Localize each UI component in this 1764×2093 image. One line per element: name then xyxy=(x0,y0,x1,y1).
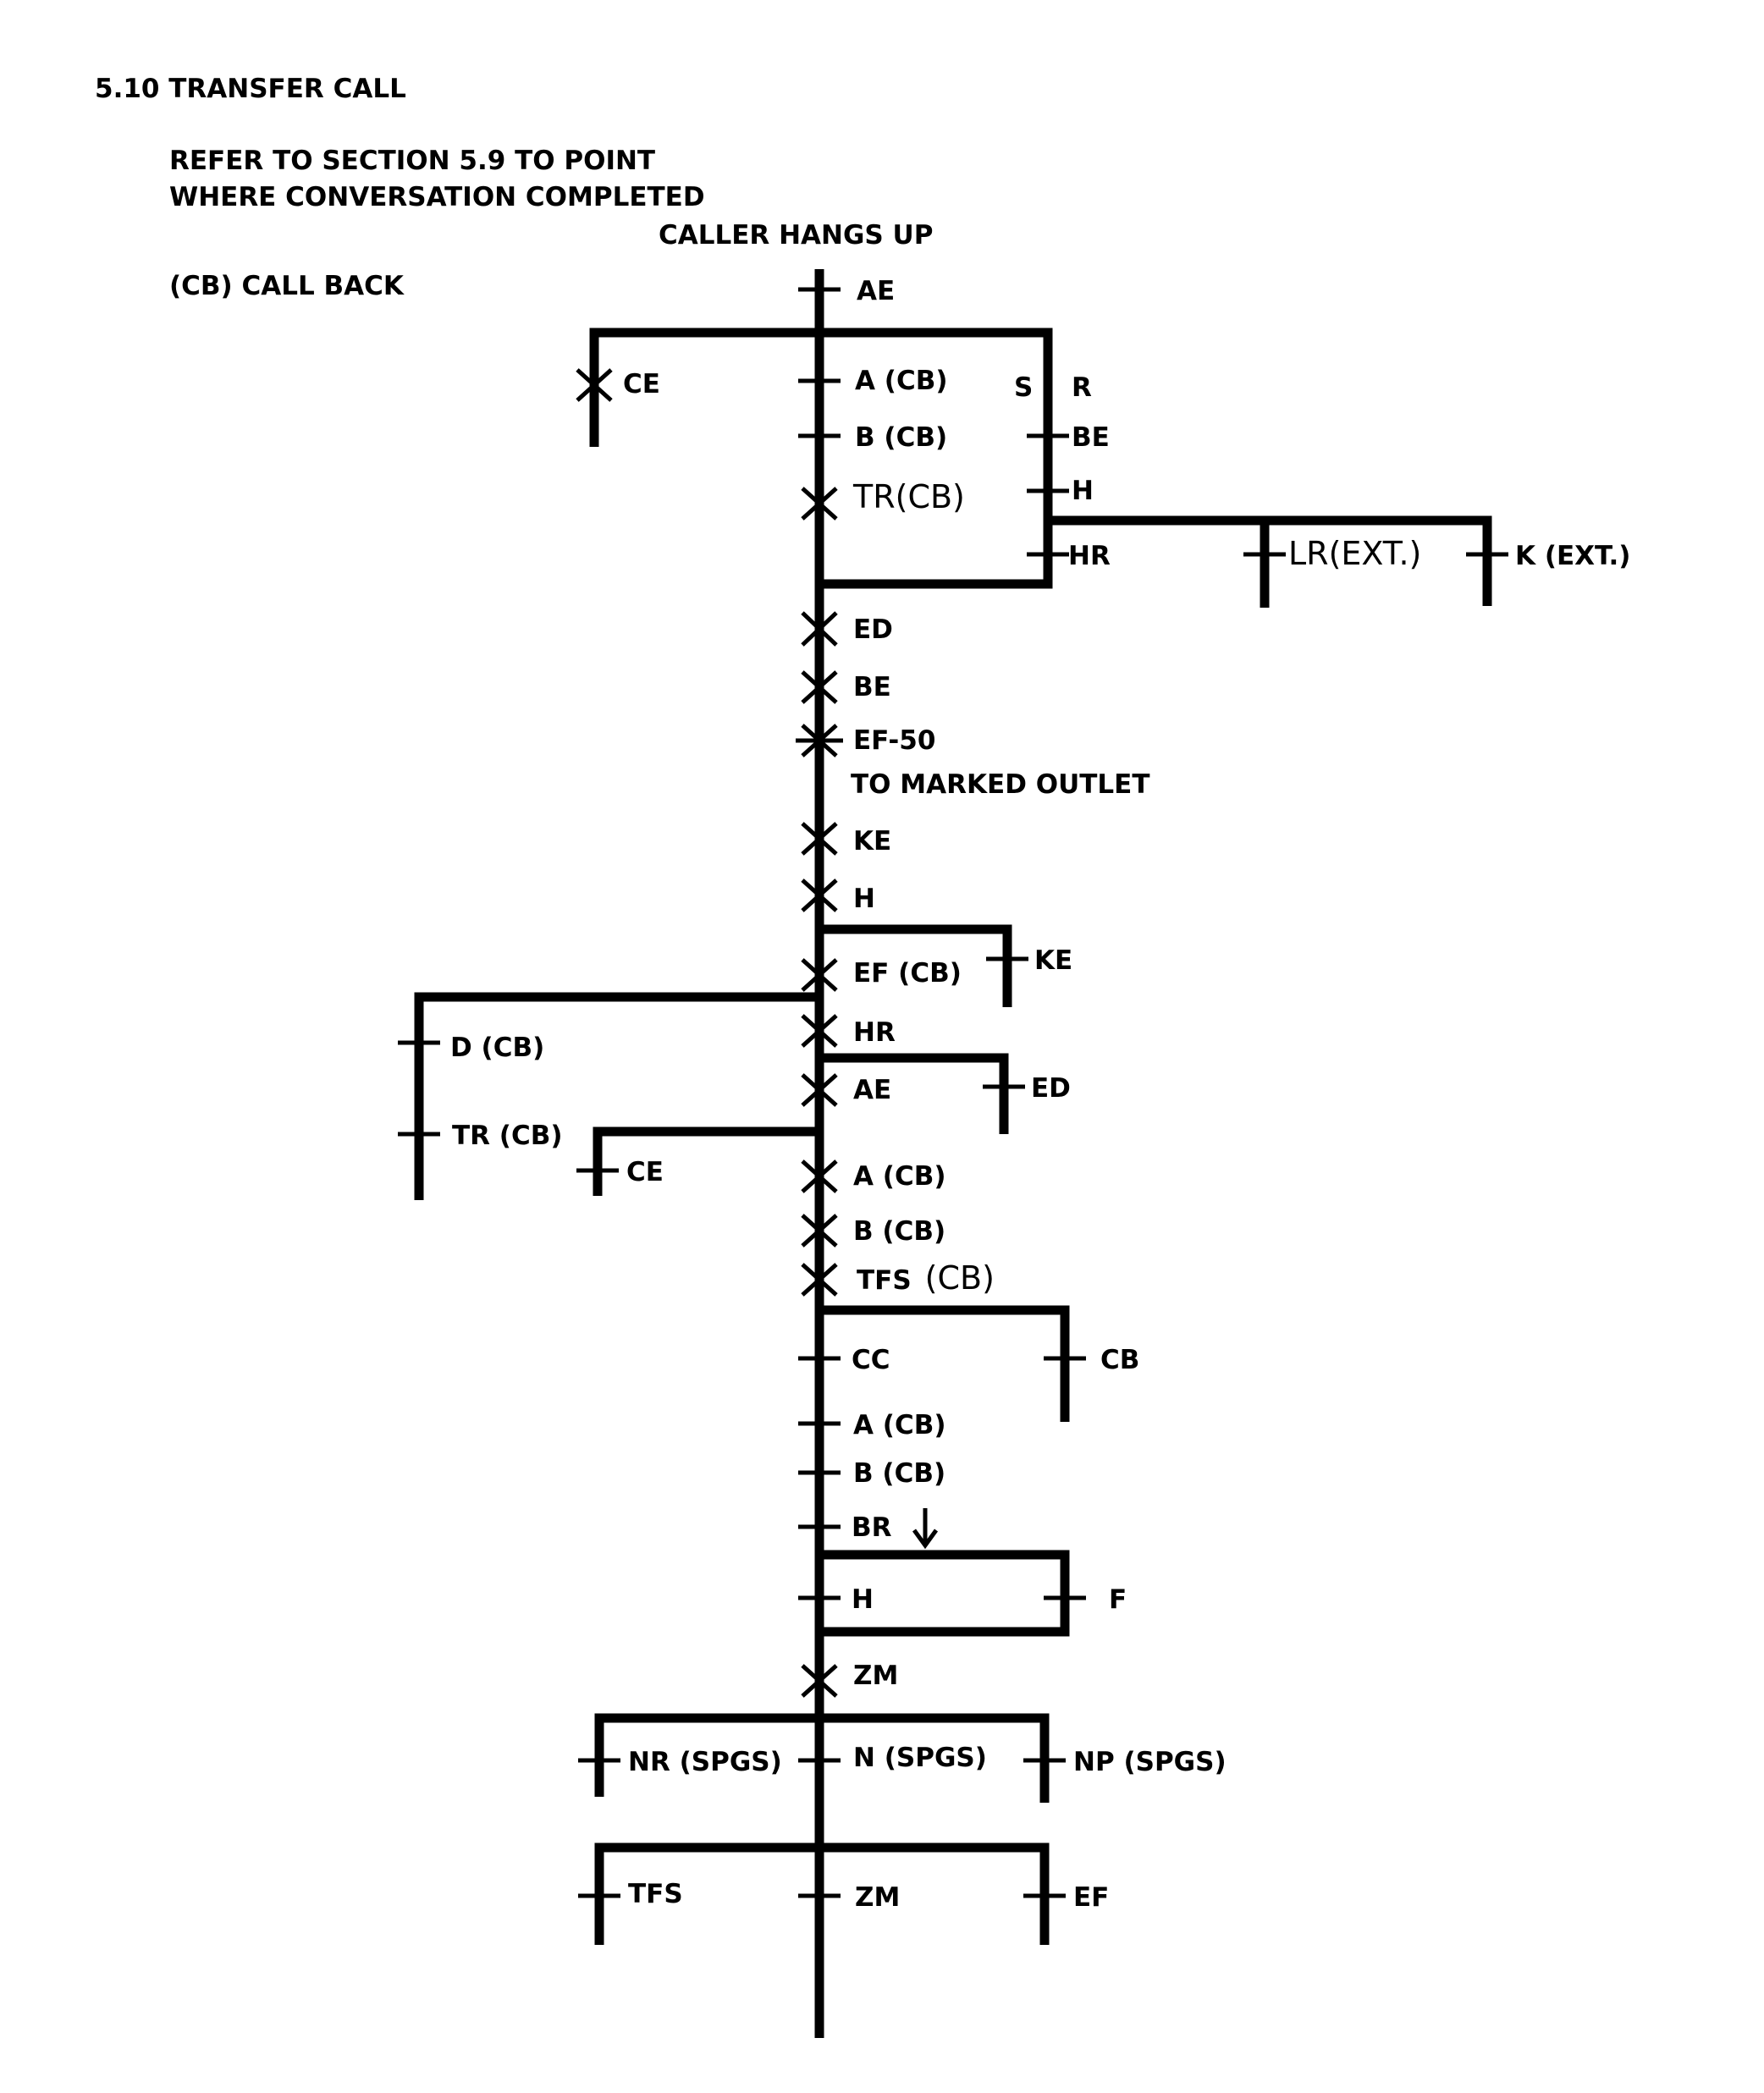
label-b-cb-3: B (CB) xyxy=(853,1458,945,1489)
label-tfs: TFS xyxy=(628,1879,683,1909)
label-ed-right: ED xyxy=(1031,1073,1071,1104)
label-nr-spgs: NR (SPGS) xyxy=(628,1747,782,1777)
call-back-legend: (CB) CALL BACK xyxy=(169,271,405,301)
ke-branch-line xyxy=(819,924,1012,1007)
label-zm-bottom: ZM xyxy=(855,1882,900,1913)
ce-branch-line xyxy=(593,1126,819,1196)
label-ae: AE xyxy=(857,276,895,306)
label-to-marked-outlet: TO MARKED OUTLET xyxy=(851,769,1149,800)
label-d-cb: D (CB) xyxy=(450,1033,544,1063)
label-cb: CB xyxy=(1100,1345,1139,1375)
cb-branch-line xyxy=(819,1305,1070,1422)
label-ae-lower: AE xyxy=(853,1075,891,1105)
section-title: 5.10 TRANSFER CALL xyxy=(95,74,406,104)
label-ef-cb: EF (CB) xyxy=(853,958,962,989)
label-h-box: H xyxy=(852,1584,874,1615)
label-h-right: H xyxy=(1072,476,1094,506)
label-a-cb-2: A (CB) xyxy=(853,1161,946,1192)
label-np-spgs: NP (SPGS) xyxy=(1073,1747,1227,1777)
top-branch-box xyxy=(589,328,1492,608)
label-b-cb-2: B (CB) xyxy=(853,1216,945,1247)
label-zm: ZM xyxy=(853,1661,898,1691)
down-arrow-icon xyxy=(912,1508,939,1550)
refer-line-2: WHERE CONVERSATION COMPLETED xyxy=(169,182,705,212)
refer-line-1: REFER TO SECTION 5.9 TO POINT xyxy=(169,146,655,176)
label-ce-top: CE xyxy=(623,369,660,399)
label-h: H xyxy=(853,884,875,914)
label-hr-right: HR xyxy=(1068,541,1111,571)
caller-hangs-up-label: CALLER HANGS UP xyxy=(659,220,933,251)
label-be-right: BE xyxy=(1072,422,1110,453)
label-tr-cb-left: TR (CB) xyxy=(452,1121,563,1151)
label-ed: ED xyxy=(853,614,893,645)
label-s: S xyxy=(1014,372,1033,403)
d-tr-branch-line xyxy=(414,992,819,1200)
label-ef-50: EF-50 xyxy=(853,725,935,756)
tick-marks xyxy=(398,287,1508,1898)
label-f: F xyxy=(1109,1584,1127,1615)
h-f-box-line xyxy=(819,1550,1070,1637)
ed-branch-line xyxy=(819,1053,1009,1134)
label-n-spgs: N (SPGS) xyxy=(853,1743,987,1773)
label-a-cb: A (CB) xyxy=(855,366,948,396)
label-r: R xyxy=(1072,372,1092,403)
label-lr-ext: LR(EXT.) xyxy=(1288,535,1421,572)
label-b-cb: B (CB) xyxy=(855,422,947,453)
label-cc: CC xyxy=(852,1345,890,1375)
label-tr-cb: TR(CB) xyxy=(852,478,965,515)
label-ce-left: CE xyxy=(626,1157,664,1187)
label-hr: HR xyxy=(853,1017,896,1048)
label-ke: KE xyxy=(853,826,891,856)
label-a-cb-3: A (CB) xyxy=(853,1410,946,1440)
label-be: BE xyxy=(853,672,891,702)
label-tfs-cb: TFS(CB) xyxy=(857,1259,995,1297)
label-ke-right: KE xyxy=(1034,945,1072,976)
label-ef: EF xyxy=(1073,1882,1109,1913)
label-k-ext: K (EXT.) xyxy=(1515,541,1630,571)
label-br: BR xyxy=(852,1512,892,1543)
